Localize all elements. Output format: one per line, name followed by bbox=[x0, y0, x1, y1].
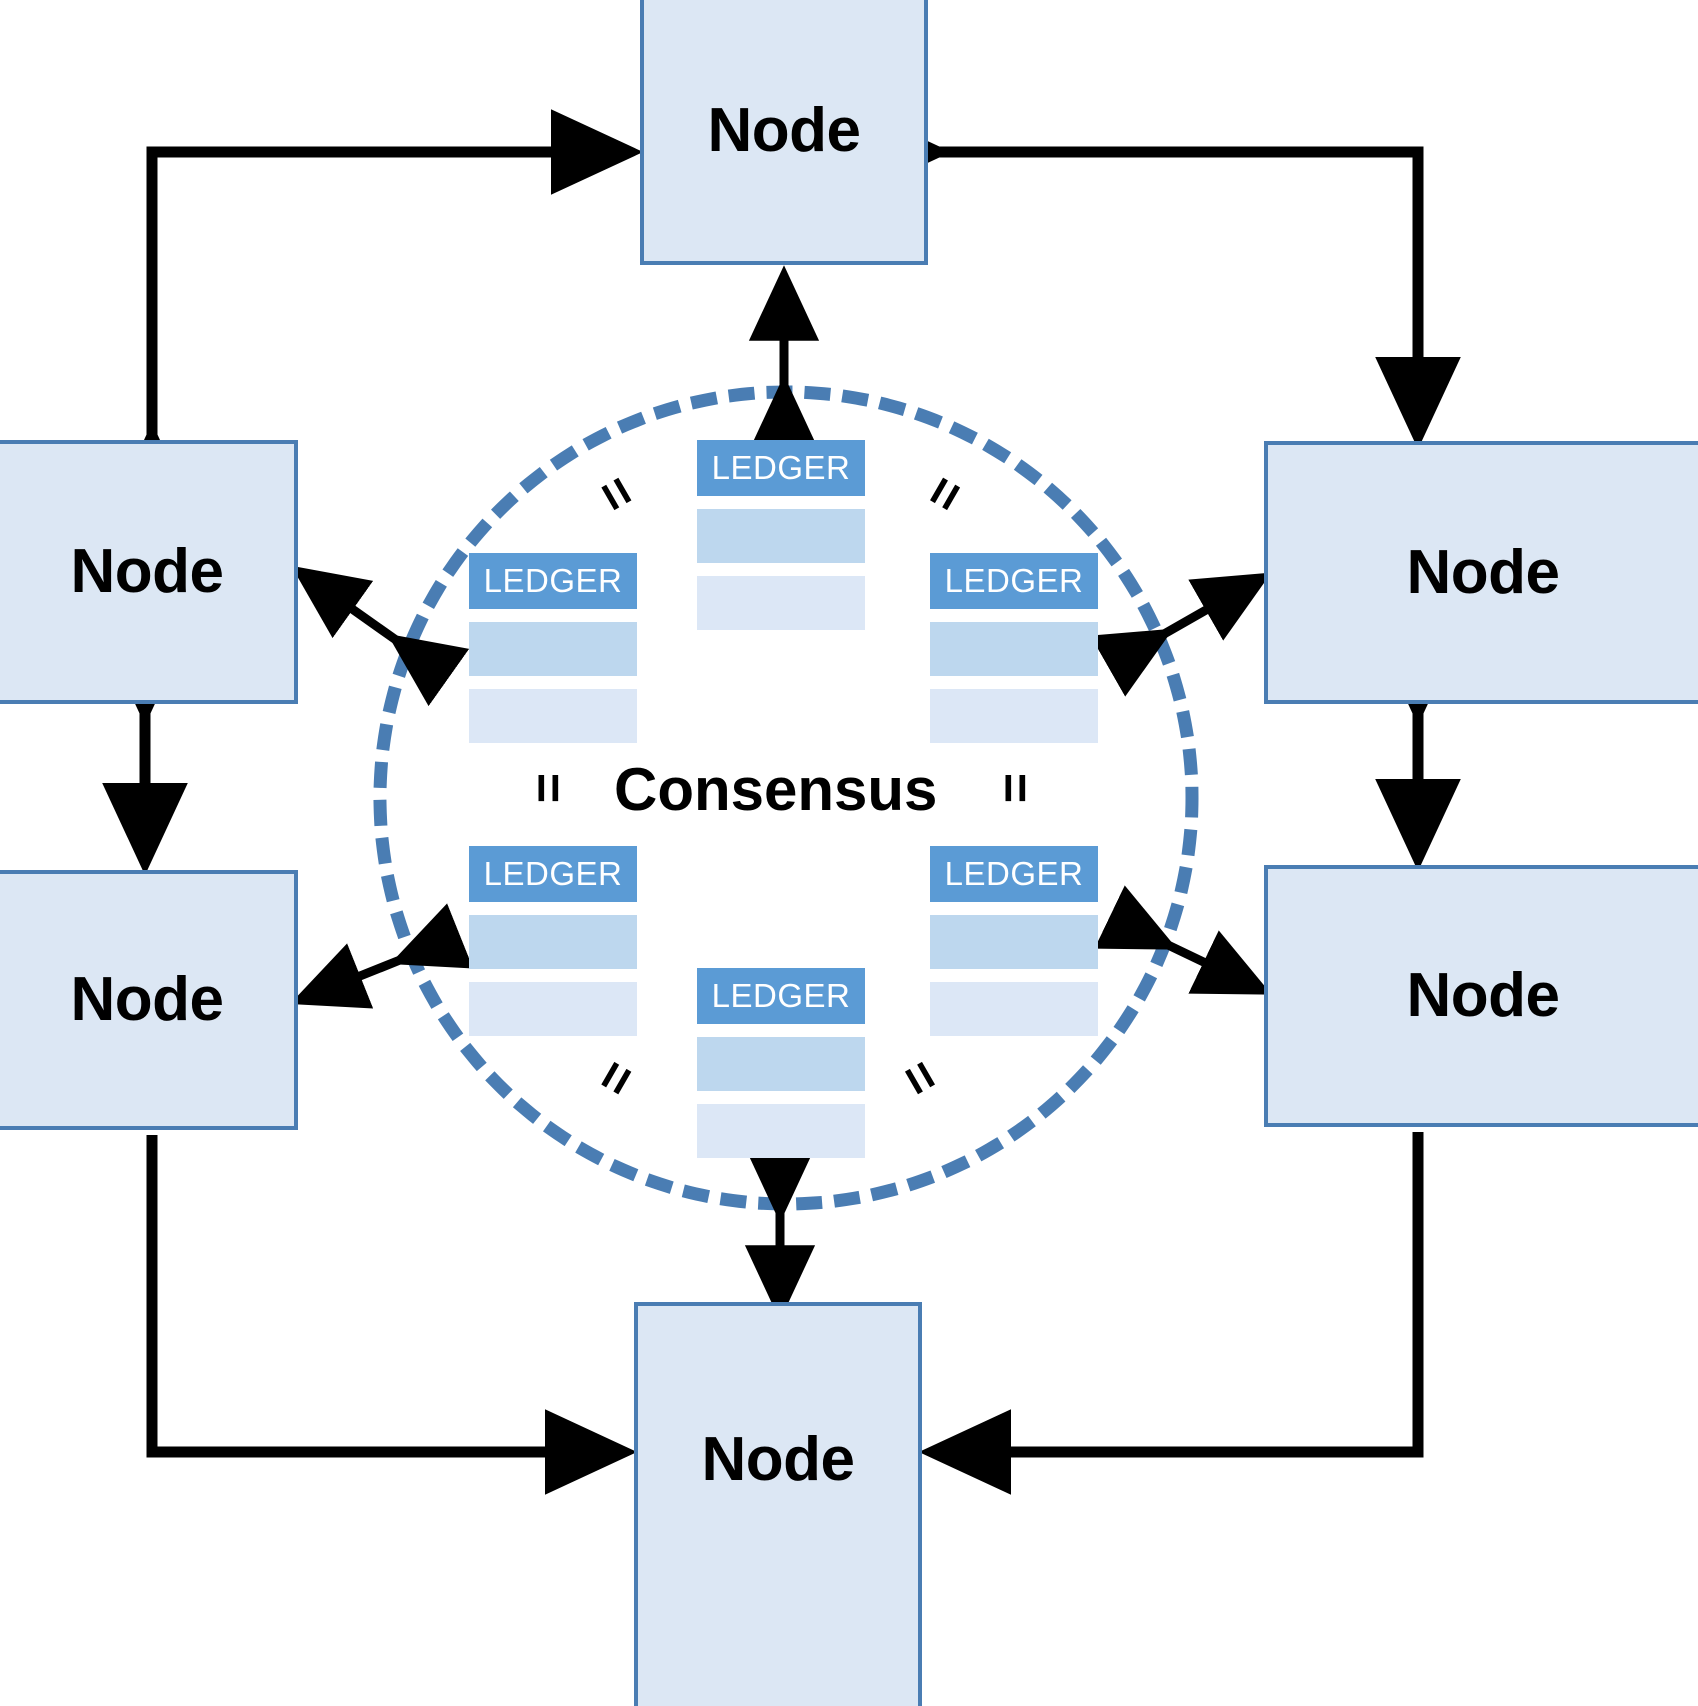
ledger-row bbox=[930, 915, 1098, 969]
ledger-left-lower[interactable]: LEDGER bbox=[469, 846, 637, 1036]
connector-bottom-left-elbow bbox=[146, 1135, 638, 1495]
ledger-row bbox=[469, 622, 637, 676]
connector-circle-to-right-lower-node bbox=[1094, 885, 1272, 995]
node-top[interactable]: Node bbox=[640, 0, 928, 265]
node-label: Node bbox=[1406, 537, 1561, 607]
ledger-row bbox=[930, 689, 1098, 743]
connector-top-left-elbow bbox=[109, 109, 644, 516]
node-label: Node bbox=[70, 965, 225, 1034]
ledger-header: LEDGER bbox=[930, 553, 1098, 609]
ledger-header: LEDGER bbox=[469, 553, 637, 609]
ledger-header: LEDGER bbox=[930, 846, 1098, 902]
ledger-header: LEDGER bbox=[697, 968, 865, 1024]
node-right-lower[interactable]: Node bbox=[1264, 865, 1698, 1127]
ledger-row bbox=[469, 982, 637, 1036]
ledger-row bbox=[697, 509, 865, 563]
equals-icon-mid-right: = bbox=[986, 772, 1045, 804]
ledger-header: LEDGER bbox=[697, 440, 865, 496]
node-left-lower[interactable]: Node bbox=[0, 870, 298, 1130]
node-label: Node bbox=[707, 95, 862, 165]
consensus-label: Consensus bbox=[614, 756, 938, 823]
connector-top-right-elbow bbox=[858, 109, 1461, 450]
node-label: Node bbox=[1406, 961, 1561, 1030]
ledger-header: LEDGER bbox=[469, 846, 637, 902]
node-bottom[interactable]: Node bbox=[634, 1302, 922, 1706]
ledger-row bbox=[930, 982, 1098, 1036]
ledger-row bbox=[469, 915, 637, 969]
ledger-right-upper[interactable]: LEDGER bbox=[930, 553, 1098, 743]
ledger-row bbox=[697, 1037, 865, 1091]
node-label: Node bbox=[70, 537, 225, 606]
node-right-upper[interactable]: Node bbox=[1264, 441, 1698, 704]
connector-bottom-right-elbow bbox=[918, 1132, 1424, 1495]
equals-icon-mid-left: = bbox=[519, 772, 578, 804]
ledger-right-lower[interactable]: LEDGER bbox=[930, 846, 1098, 1036]
ledger-top[interactable]: LEDGER bbox=[697, 440, 865, 630]
ledger-row bbox=[930, 622, 1098, 676]
ledger-left-upper[interactable]: LEDGER bbox=[469, 553, 637, 743]
connector-circle-to-left-upper-node bbox=[291, 565, 470, 707]
connector-circle-to-right-upper-node bbox=[1090, 572, 1272, 697]
node-left-upper[interactable]: Node bbox=[0, 440, 298, 704]
ledger-row bbox=[697, 576, 865, 630]
ledger-row bbox=[697, 1104, 865, 1158]
ledger-bottom[interactable]: LEDGER bbox=[697, 968, 865, 1158]
node-label: Node bbox=[701, 1425, 856, 1494]
ledger-row bbox=[469, 689, 637, 743]
connector-circle-to-left-lower-node bbox=[289, 903, 474, 1009]
